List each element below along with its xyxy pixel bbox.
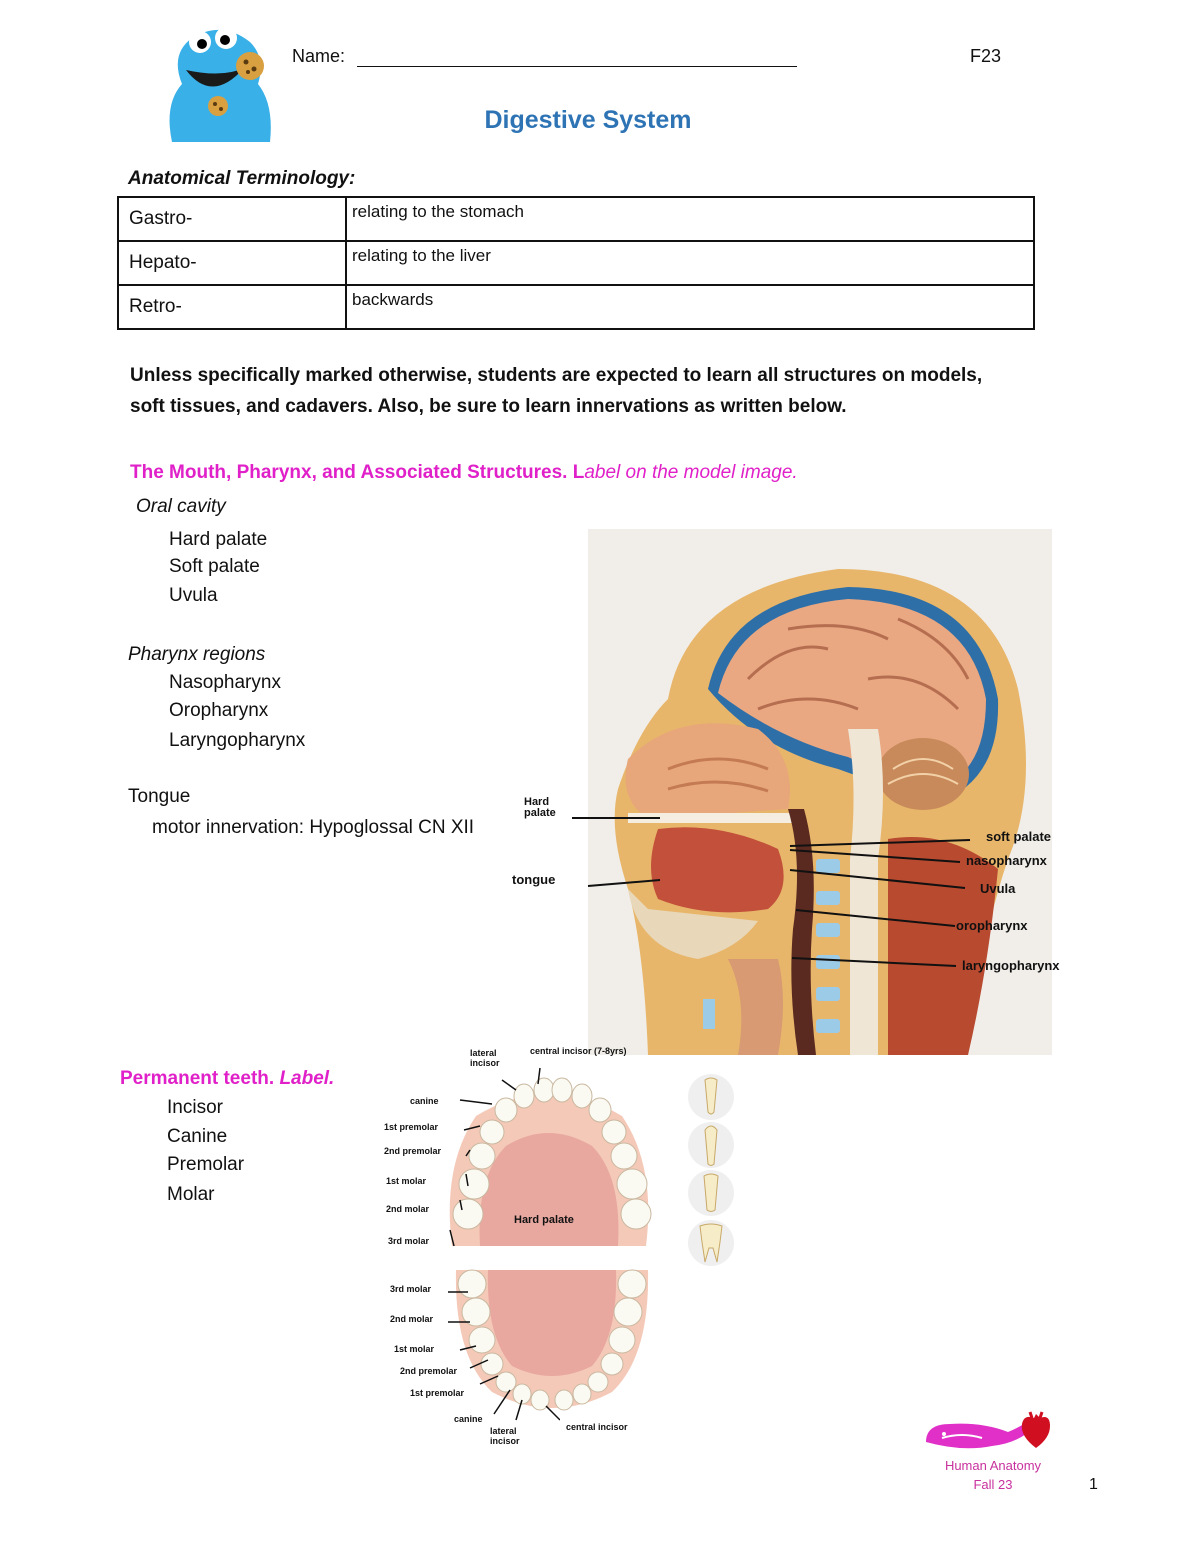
cookie-monster-logo (169, 27, 271, 142)
label-1st-molar: 1st molar (386, 1176, 427, 1186)
label-nasopharynx: nasopharynx (966, 853, 1047, 868)
intro-line: Unless specifically marked otherwise, st… (130, 365, 983, 386)
page-title: Digestive System (484, 106, 692, 134)
table-row: Retro- backwards (117, 284, 1035, 330)
head-leader-lines (572, 817, 971, 967)
list-item: Molar (167, 1184, 215, 1205)
label-lower-2nd-premolar: 2nd premolar (400, 1366, 458, 1376)
page-number: 1 (1089, 1476, 1098, 1493)
label-central-incisor: central incisor (7-8yrs) (530, 1046, 627, 1056)
meaning-cell: backwards (345, 284, 1035, 330)
tooth-icon-incisor (688, 1074, 734, 1120)
label-lower-central-incisor: central incisor (566, 1422, 628, 1432)
tooth-icon-premolar (688, 1170, 734, 1216)
label-2nd-premolar: 2nd premolar (384, 1146, 442, 1156)
tongue-label: Tongue (128, 786, 191, 807)
section-title-text: Permanent teeth. (120, 1068, 280, 1089)
label-canine: canine (410, 1096, 439, 1106)
list-item: Soft palate (169, 556, 260, 577)
terminology-heading: Anatomical Terminology: (128, 168, 356, 189)
label-hard-palate: Hard palate (524, 796, 556, 819)
logo-text: Human Anatomy Fall 23 (930, 1456, 1056, 1494)
meaning-cell: relating to the stomach (345, 196, 1035, 242)
term-cell: Hepato- (117, 240, 347, 286)
meaning-cell: relating to the liver (345, 240, 1035, 286)
label-uvula: Uvula (980, 881, 1016, 896)
intro-line: soft tissues, and cadavers. Also, be sur… (130, 396, 847, 417)
label-lower-1st-premolar: 1st premolar (410, 1388, 465, 1398)
label-lower-1st-molar: 1st molar (394, 1344, 435, 1354)
intro-paragraph: Unless specifically marked otherwise, st… (130, 360, 1030, 422)
list-item: Nasopharynx (169, 672, 281, 693)
term-cell: Retro- (117, 284, 347, 330)
logo-line: Human Anatomy (944, 1458, 1042, 1473)
table-row: Gastro- relating to the stomach (117, 196, 1035, 242)
list-item: Incisor (167, 1097, 223, 1118)
label-tongue: tongue (512, 872, 556, 887)
term-code: F23 (970, 46, 1002, 66)
anatomy-logo (926, 1420, 1030, 1449)
head-model-image (588, 529, 1052, 1055)
list-item: Laryngopharynx (169, 730, 306, 751)
name-label: Name: (292, 46, 346, 66)
name-field-line[interactable] (357, 66, 797, 67)
section-title-instruction: Label. (279, 1068, 335, 1089)
logo-line: Fall 23 (973, 1477, 1013, 1492)
label-1st-premolar: 1st premolar (384, 1122, 439, 1132)
teeth-section-title: Permanent teeth. Label. (120, 1068, 334, 1090)
label-2nd-molar: 2nd molar (386, 1204, 430, 1214)
list-item: Premolar (167, 1154, 245, 1175)
section-title-instruction: abel on the model image. (584, 462, 798, 483)
term-cell: Gastro- (117, 196, 347, 242)
oral-cavity-label: Oral cavity (136, 496, 226, 517)
label-3rd-molar: 3rd molar (388, 1236, 430, 1246)
section-title-letter: L (572, 462, 585, 483)
list-item: Hard palate (169, 529, 268, 550)
label-soft-palate: soft palate (986, 829, 1052, 844)
heart-icon (1021, 1411, 1050, 1448)
tooth-icon-molar (688, 1220, 734, 1266)
list-item: Canine (167, 1126, 228, 1147)
label-lower-lateral-incisor: lateral incisor (490, 1426, 520, 1446)
upper-teeth-image (449, 1077, 652, 1246)
terminology-table: Gastro- relating to the stomach Hepato- … (117, 196, 1035, 330)
label-lateral-incisor: lateral incisor (470, 1048, 500, 1068)
label-oropharynx: oropharynx (956, 918, 1028, 933)
mouth-section-title: The Mouth, Pharynx, and Associated Struc… (130, 462, 798, 484)
label-lower-canine: canine (454, 1414, 483, 1424)
label-lower-3rd-molar: 3rd molar (390, 1284, 432, 1294)
pharynx-label: Pharynx regions (128, 644, 266, 665)
section-title-text: The Mouth, Pharynx, and Associated Struc… (130, 462, 573, 483)
list-item: Uvula (169, 585, 218, 606)
lower-teeth-image (455, 1269, 649, 1411)
label-upper-hard-palate: Hard palate (514, 1214, 574, 1226)
tongue-innervation: motor innervation: Hypoglossal CN XII (152, 817, 475, 838)
teeth-leader-lines (448, 1067, 560, 1421)
label-laryngopharynx: laryngopharynx (962, 958, 1060, 973)
list-item: Oropharynx (169, 700, 269, 721)
tooth-icon-canine (688, 1122, 734, 1168)
label-lower-2nd-molar: 2nd molar (390, 1314, 434, 1324)
table-row: Hepato- relating to the liver (117, 240, 1035, 286)
